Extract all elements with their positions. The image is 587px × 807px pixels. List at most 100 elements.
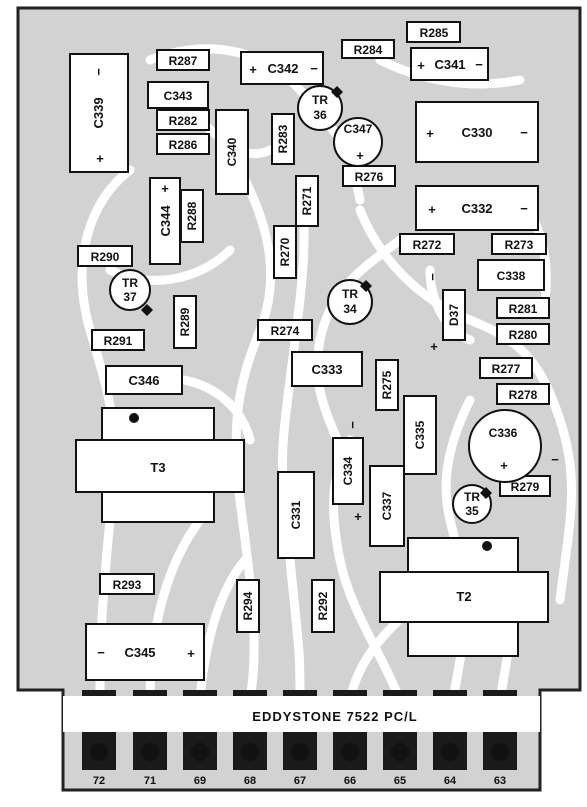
- label-c341: C341: [434, 57, 465, 72]
- label-r273: R273: [505, 238, 534, 252]
- capacitor-c340-body: [215, 109, 249, 195]
- resistor-r282-body: [156, 109, 210, 131]
- capacitor-c345-body: [85, 623, 205, 681]
- pin-number: 71: [144, 775, 156, 787]
- label-r291: R291: [104, 334, 133, 348]
- label-r272: R272: [413, 238, 442, 252]
- c342-minus: −: [310, 61, 318, 76]
- components: [69, 21, 551, 681]
- resistor-r277-body: [479, 357, 533, 379]
- d37-minus: −: [425, 273, 440, 281]
- pin-number: 64: [444, 775, 457, 787]
- label-r287: R287: [169, 54, 198, 68]
- pin-number: 72: [93, 775, 105, 787]
- label-r289: R289: [178, 307, 192, 336]
- label-r290: R290: [91, 250, 120, 264]
- transistor-tr36-body: [297, 85, 343, 131]
- c339-minus: −: [91, 68, 106, 76]
- label-r293: R293: [113, 578, 142, 592]
- capacitor-c330-body: [415, 101, 539, 163]
- capacitor-c347-body: [333, 117, 383, 167]
- c344-plus: +: [161, 181, 169, 196]
- capacitor-c346-body: [105, 365, 183, 395]
- c334-plus: +: [354, 509, 362, 524]
- label-r278: R278: [509, 388, 538, 402]
- capacitor-c335-body: [403, 395, 437, 475]
- label-c332: C332: [461, 201, 492, 216]
- label-c345: C345: [124, 645, 155, 660]
- label-t3: T3: [150, 460, 165, 475]
- capacitor-c333-body: [291, 351, 363, 387]
- label-r279: R279: [511, 480, 540, 494]
- label-c330: C330: [461, 125, 492, 140]
- label-d37: D37: [447, 304, 461, 326]
- resistor-r274-body: [257, 319, 313, 341]
- label-c343: C343: [164, 89, 193, 103]
- orientation-marks: [129, 86, 492, 551]
- label-r286: R286: [169, 138, 198, 152]
- capacitor-c331-body: [277, 471, 315, 559]
- label-tr34-b: 34: [343, 302, 357, 316]
- polarity-marks: + − + − − + + + − + + − − + − + + − − +: [91, 57, 559, 661]
- transistor-tr37-body: [109, 269, 151, 311]
- label-c331: C331: [289, 500, 303, 529]
- resistor-r281-body: [496, 297, 550, 319]
- resistor-r285-body: [406, 21, 461, 43]
- label-c347: C347: [344, 122, 373, 136]
- label-tr37-a: TR: [122, 276, 138, 290]
- c334-minus: −: [345, 421, 360, 429]
- resistor-r278-body: [496, 383, 550, 405]
- label-r285: R285: [420, 26, 449, 40]
- label-r281: R281: [509, 302, 538, 316]
- label-c335: C335: [413, 420, 427, 449]
- label-c346: C346: [128, 373, 159, 388]
- resistor-r291-body: [91, 329, 145, 351]
- label-r276: R276: [355, 170, 384, 184]
- label-c334: C334: [341, 456, 355, 485]
- board-label: EDDYSTONE 7522 PC/L: [252, 709, 417, 724]
- c341-minus: −: [475, 57, 483, 72]
- resistor-r290-body: [77, 245, 133, 267]
- resistor-r287-body: [156, 49, 210, 71]
- label-tr37-b: 37: [123, 290, 137, 304]
- label-c344: C344: [158, 205, 173, 237]
- resistor-r276-body: [342, 165, 396, 187]
- resistor-r275-body: [375, 359, 399, 411]
- diode-d37-body: [442, 289, 466, 341]
- label-r294: R294: [241, 591, 255, 620]
- label-tr36-b: 36: [313, 108, 327, 122]
- capacitor-c332-body: [415, 185, 539, 231]
- c332-plus: +: [428, 202, 436, 217]
- pin-number: 67: [294, 775, 306, 787]
- label-r270: R270: [278, 237, 292, 266]
- c341-plus: +: [417, 58, 425, 73]
- capacitor-c343-body: [147, 81, 209, 109]
- label-r282: R282: [169, 114, 198, 128]
- label-r284: R284: [354, 43, 383, 57]
- pin-number: 69: [194, 775, 206, 787]
- label-r292: R292: [316, 591, 330, 620]
- pin-number: 63: [494, 775, 506, 787]
- c336-minus: −: [551, 452, 559, 467]
- label-r288: R288: [185, 201, 199, 230]
- transformer-t3-winding: [75, 439, 245, 493]
- pin-numbers: 72 71 69 68 67 66 65 64 63: [93, 775, 506, 787]
- resistor-r286-body: [156, 133, 210, 155]
- resistor-r283-body: [271, 113, 295, 165]
- label-c333: C333: [311, 362, 342, 377]
- capacitor-c341-body: [410, 47, 489, 81]
- label-c337: C337: [380, 491, 394, 520]
- capacitor-c342-body: [240, 51, 324, 85]
- label-tr34-a: TR: [342, 287, 358, 301]
- label-r280: R280: [509, 328, 538, 342]
- label-tr35-a: TR: [464, 490, 480, 504]
- capacitor-c339-body: [69, 53, 129, 173]
- capacitor-c337-body: [369, 465, 405, 547]
- label-t2: T2: [456, 589, 471, 604]
- label-c342: C342: [267, 61, 298, 76]
- label-c338: C338: [497, 269, 526, 283]
- c332-minus: −: [520, 201, 528, 216]
- c342-plus: +: [249, 62, 257, 77]
- d37-plus: +: [430, 339, 438, 354]
